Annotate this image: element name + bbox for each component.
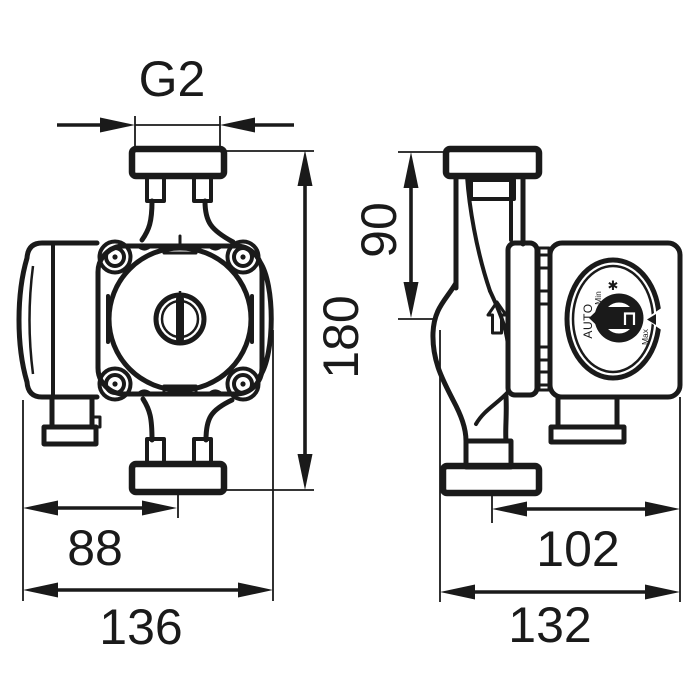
terminal-box-foot-flange	[41, 424, 99, 447]
side-volute-lower	[474, 390, 510, 426]
flow-direction-up-arrow-icon	[486, 300, 508, 335]
dim-label-g2: G2	[139, 51, 206, 107]
knob-grip-mark	[623, 312, 636, 325]
side-top-port-flange	[442, 145, 543, 180]
side-neck-right	[503, 393, 509, 444]
dim-132	[440, 584, 680, 600]
vent-plug	[153, 291, 207, 346]
frost-mode-icon: ✱	[608, 278, 619, 293]
dial-notch-pointer-icon	[647, 314, 656, 325]
front-neck-top-left	[139, 198, 155, 243]
dim-88	[23, 500, 177, 516]
side-view: AUTO Min Max ✱	[430, 145, 683, 497]
side-pipe-inner-left	[465, 174, 492, 293]
front-neck-top-right	[202, 198, 236, 245]
dim-label-88: 88	[67, 520, 123, 576]
dim-102	[492, 501, 680, 517]
dim-136	[23, 582, 273, 598]
dim-label-102: 102	[536, 521, 619, 577]
front-body-notch-bottom	[162, 384, 198, 396]
side-pipe-detail	[469, 178, 516, 201]
front-bottom-port-flange	[128, 460, 228, 496]
front-neck-bottom-left	[140, 396, 155, 443]
dial-label-min: Min	[593, 291, 603, 305]
side-volute-outline	[430, 280, 469, 444]
front-terminal-box	[16, 240, 102, 447]
dim-label-132: 132	[508, 597, 591, 653]
terminal-box-foot	[49, 394, 95, 430]
front-body-notch-top	[162, 243, 198, 255]
dim-label-136: 136	[99, 599, 182, 655]
dim-label-180: 180	[313, 295, 369, 378]
dimension-lines	[22, 116, 681, 602]
dial-label-max: Max	[640, 328, 650, 345]
extension-lines	[22, 116, 681, 602]
dial-label-auto: AUTO	[581, 303, 595, 338]
dim-90	[403, 152, 419, 318]
dim-label-90: 90	[351, 202, 407, 258]
selector-knob	[589, 293, 644, 343]
front-top-port-flange	[128, 145, 228, 180]
side-motor-column	[505, 240, 540, 398]
dimension-labels: G2 180 90 88 136 102 132	[67, 51, 620, 655]
control-box-foot	[555, 394, 620, 430]
control-box-foot-flange	[548, 424, 627, 445]
front-screws	[104, 246, 254, 395]
side-bottom-port-flange	[439, 462, 543, 497]
dim-180	[297, 150, 313, 490]
front-neck-bottom-right	[203, 397, 235, 443]
screwdriver-slot-icon	[176, 296, 184, 342]
front-view	[16, 145, 274, 496]
dim-g2	[57, 117, 294, 133]
